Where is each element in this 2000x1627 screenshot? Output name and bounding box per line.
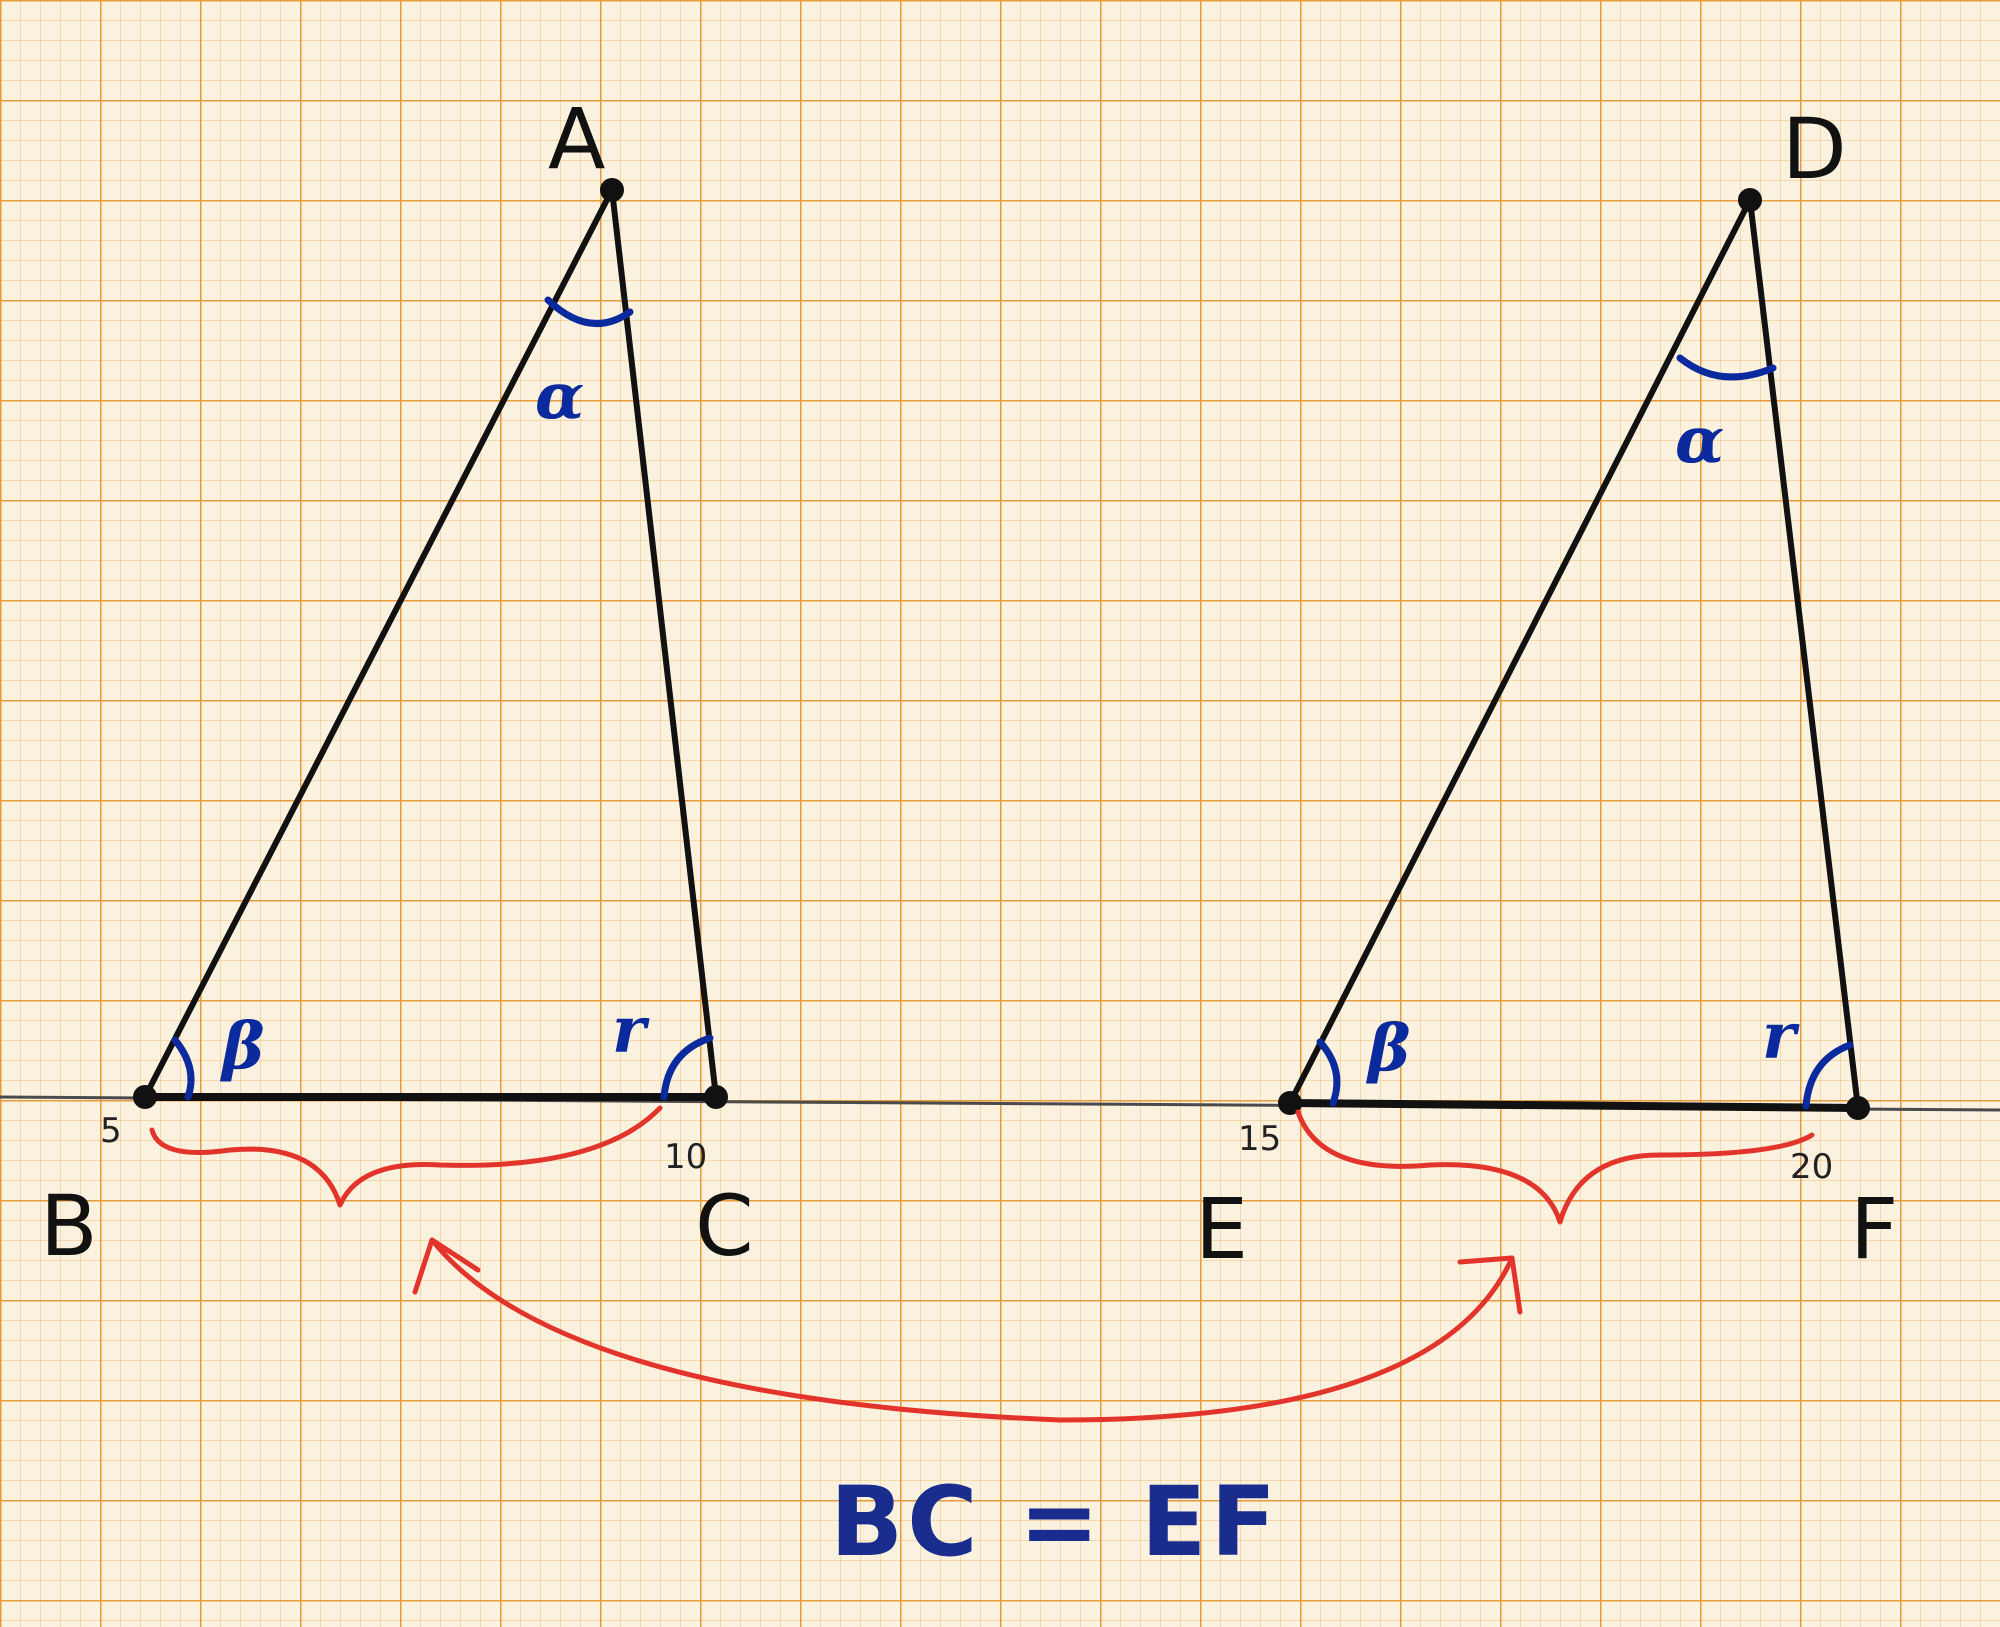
tick-label-20: 20	[1790, 1147, 1833, 1187]
angle-label-beta-b: β	[220, 1009, 265, 1084]
red-annotations	[149, 1105, 1815, 1423]
angle-label-alpha-d: α	[1675, 403, 1724, 478]
point-c	[704, 1085, 728, 1109]
arc-beta-b	[171, 1036, 195, 1101]
brace-bc	[149, 1105, 663, 1208]
side-ab	[142, 188, 615, 1099]
tick-label-15: 15	[1238, 1119, 1281, 1159]
vertex-label-c: C	[695, 1177, 754, 1275]
equation-bc-equals-ef: BC = EF	[830, 1466, 1280, 1578]
angle-label-gamma-f: r	[1762, 999, 1800, 1074]
angle-arcs	[171, 296, 1854, 1110]
triangle-abc	[133, 178, 728, 1109]
brace-ef	[1295, 1109, 1815, 1225]
point-e	[1278, 1091, 1302, 1115]
angle-label-beta-e: β	[1366, 1011, 1411, 1086]
point-f	[1846, 1096, 1870, 1120]
vertex-label-a: A	[548, 90, 605, 188]
arc-gamma-c	[660, 1034, 714, 1101]
vertex-label-f: F	[1850, 1180, 1898, 1278]
angle-label-gamma-c: r	[612, 993, 650, 1068]
tick-label-10: 10	[664, 1137, 707, 1177]
side-de	[1287, 198, 1753, 1105]
vertex-label-d: D	[1782, 100, 1847, 198]
angle-label-alpha-a: α	[535, 359, 584, 434]
arc-alpha-a	[544, 296, 634, 328]
connecting-arrow	[429, 1237, 1515, 1423]
point-a	[600, 178, 624, 202]
vertex-label-b: B	[40, 1177, 98, 1275]
side-ef	[1289, 1099, 1859, 1112]
point-d	[1738, 188, 1762, 212]
side-ac	[609, 189, 719, 1098]
arc-beta-e	[1316, 1038, 1341, 1107]
arrowhead-left-icon	[412, 1237, 481, 1295]
point-b	[133, 1085, 157, 1109]
arrowhead-right-icon	[1457, 1255, 1523, 1315]
arc-alpha-d	[1676, 354, 1777, 381]
tick-label-5: 5	[100, 1111, 122, 1151]
arc-gamma-f	[1802, 1041, 1854, 1110]
triangle-def	[1278, 188, 1870, 1120]
side-df	[1747, 199, 1861, 1109]
vertex-label-e: E	[1195, 1180, 1248, 1278]
